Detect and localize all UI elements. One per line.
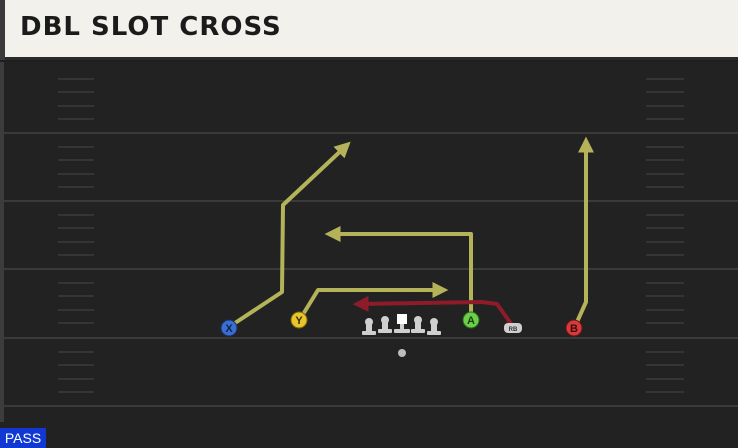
player-b[interactable]: B xyxy=(565,319,583,337)
lineman-icon xyxy=(362,318,376,335)
field-edge xyxy=(0,62,4,422)
player-b-label: B xyxy=(570,323,578,335)
player-rb[interactable]: RB xyxy=(504,323,522,333)
play-field xyxy=(0,62,738,448)
route-rb-flat xyxy=(352,295,514,327)
lineman-icon xyxy=(427,318,441,335)
player-y-label: Y xyxy=(295,315,303,327)
routes xyxy=(230,136,594,327)
player-a[interactable]: A xyxy=(462,311,480,329)
play-header: DBL SLOT CROSS xyxy=(0,0,738,60)
player-rb-label: RB xyxy=(509,327,518,333)
offensive-line xyxy=(362,314,441,357)
hash-marks-left xyxy=(58,78,94,393)
route-b-go xyxy=(575,136,594,324)
player-x-label: X xyxy=(225,323,233,335)
lineman-icon xyxy=(411,316,425,333)
route-x-post xyxy=(230,141,351,327)
quarterback-icon xyxy=(398,349,406,357)
player-a-label: A xyxy=(467,315,475,327)
player-x[interactable]: X xyxy=(220,319,238,337)
lineman-icon xyxy=(378,316,392,333)
yard-lines xyxy=(4,132,738,407)
hash-marks-right xyxy=(646,78,684,393)
center-icon xyxy=(394,314,410,333)
route-y-drag xyxy=(300,282,449,318)
player-y[interactable]: Y xyxy=(290,311,308,329)
route-a-dig xyxy=(324,226,473,318)
play-type-tag: PASS xyxy=(0,428,46,448)
play-title: DBL SLOT CROSS xyxy=(20,12,282,42)
header-accent-bar xyxy=(0,0,5,60)
